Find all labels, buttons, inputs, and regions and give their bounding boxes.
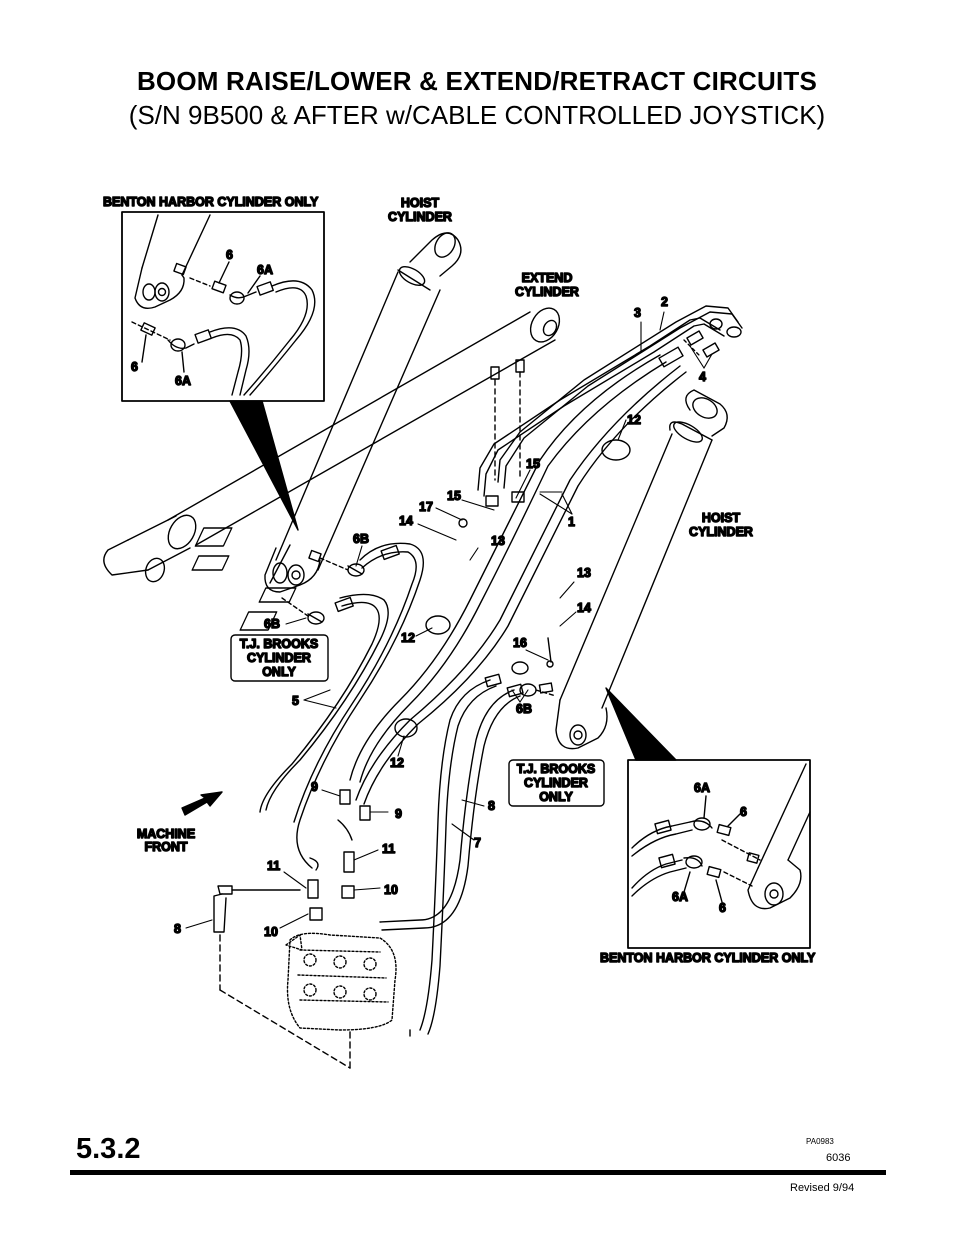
- callout: 3: [634, 306, 641, 320]
- callout: 6B: [264, 617, 280, 631]
- callout: 13: [577, 566, 591, 580]
- inset-benton-harbor-top: [121, 211, 325, 402]
- clamp-12-low: [394, 718, 418, 738]
- callout: 13: [491, 534, 505, 548]
- callout: 9: [395, 807, 402, 821]
- callout: 11: [267, 859, 280, 873]
- callout: 6: [131, 360, 138, 374]
- control-valve: [285, 932, 397, 1031]
- label-extend-b: CYLINDER: [515, 285, 579, 299]
- page-title: BOOM RAISE/LOWER & EXTEND/RETRACT CIRCUI…: [136, 66, 818, 96]
- callout: 5: [292, 694, 299, 708]
- leader-lines: [185, 311, 713, 929]
- callout: 7: [474, 836, 481, 850]
- callout: 2: [661, 295, 668, 309]
- callout: 9: [311, 780, 318, 794]
- page-number: 6036: [826, 1152, 851, 1164]
- machine-front-arrow: [181, 791, 223, 816]
- callout: 15: [447, 489, 461, 503]
- callout: 6A: [175, 374, 191, 388]
- callout: 4: [699, 370, 706, 384]
- callout: 12: [627, 413, 641, 427]
- label-tjb1-b: CYLINDER: [247, 651, 311, 665]
- callout: 10: [384, 883, 398, 897]
- callout: 1: [568, 515, 575, 529]
- callout: 14: [577, 601, 591, 615]
- callout: 15: [526, 457, 540, 471]
- drawing-code: PA0983: [806, 1137, 834, 1146]
- hoist-cylinder-left: [264, 232, 462, 593]
- label-tjb1-a: T.J. BROOKS: [240, 637, 319, 651]
- hoses-7-8: [379, 661, 557, 1035]
- callout: 6A: [694, 781, 710, 795]
- frame-dash-bottom: [219, 989, 351, 1069]
- mount-brackets: [191, 518, 554, 668]
- callout: 8: [488, 799, 495, 813]
- label-extend-a: EXTEND: [522, 271, 573, 285]
- label-hoist-1a: HOIST: [401, 196, 440, 210]
- label-tjb2-c: ONLY: [539, 790, 573, 804]
- page-subtitle: (S/N 9B500 & AFTER w/CABLE CONTROLLED JO…: [128, 100, 826, 130]
- footer-rule: [70, 1170, 886, 1175]
- hoses-5: [259, 542, 424, 869]
- tj-brooks-box-left: [230, 634, 329, 682]
- callout: 6: [719, 901, 726, 915]
- hoist-cylinder-right: [538, 389, 728, 750]
- label-tjb1-c: ONLY: [262, 665, 296, 679]
- callout: 17: [419, 500, 433, 514]
- label-tjb2-a: T.J. BROOKS: [517, 762, 596, 776]
- label-machine-a: MACHINE: [137, 827, 195, 841]
- clamp-12-top: [601, 439, 631, 461]
- callout: 11: [382, 842, 395, 856]
- valve-fittings: [213, 789, 371, 933]
- inset-pointer-right: [605, 687, 677, 761]
- callout: 6A: [257, 263, 273, 277]
- label-tjb2-b: CYLINDER: [524, 776, 588, 790]
- extend-cylinder: [103, 307, 561, 583]
- label-hoist-2b: CYLINDER: [689, 525, 753, 539]
- label-hoist-2a: HOIST: [702, 511, 741, 525]
- label-benton-top: BENTON HARBOR CYLINDER ONLY: [103, 195, 319, 209]
- revision-date: Revised 9/94: [790, 1182, 855, 1194]
- tj-brooks-box-right: [508, 759, 605, 807]
- callout: 14: [399, 514, 413, 528]
- callout: 6B: [353, 532, 369, 546]
- callout: 6: [226, 248, 233, 262]
- callout: 6B: [516, 702, 532, 716]
- tubes-2-3: [477, 305, 743, 507]
- callout: 10: [264, 925, 278, 939]
- callout: 16: [513, 636, 527, 650]
- callout: 6A: [672, 890, 688, 904]
- inset-benton-harbor-bottom: [627, 759, 811, 949]
- callout: 8: [174, 922, 181, 936]
- callout: 12: [401, 631, 415, 645]
- label-hoist-1b: CYLINDER: [388, 210, 452, 224]
- label-benton-bottom: BENTON HARBOR CYLINDER ONLY: [600, 951, 816, 965]
- section-number: 5.3.2: [76, 1133, 141, 1165]
- callout: 6: [740, 805, 747, 819]
- clamp-12-mid: [425, 615, 451, 635]
- callout: 12: [390, 756, 404, 770]
- label-machine-b: FRONT: [144, 840, 187, 854]
